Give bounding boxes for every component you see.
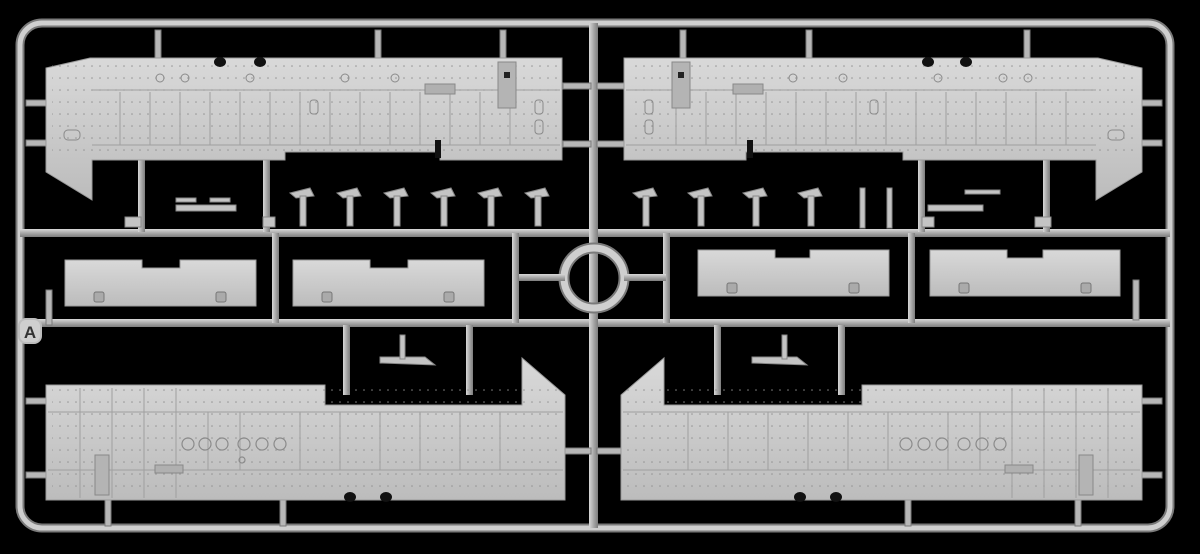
part-lower-right-panel xyxy=(620,356,1143,502)
sprue-gates xyxy=(25,29,1163,527)
mushroom-part xyxy=(796,187,823,227)
small-parts-lower xyxy=(379,334,809,366)
mushroom-part xyxy=(335,187,362,227)
part-middle-panel-4 xyxy=(929,249,1121,297)
mushroom-part xyxy=(686,187,713,227)
mushroom-part xyxy=(382,187,409,227)
sprue-frame xyxy=(15,18,1175,533)
mushroom-part xyxy=(631,187,658,227)
part-middle-panel-1 xyxy=(64,259,257,307)
part-middle-panel-2 xyxy=(292,259,485,307)
part-lower-left-panel xyxy=(45,356,566,502)
part-middle-panel-3 xyxy=(697,249,890,297)
mushroom-part xyxy=(476,187,503,227)
mushroom-part xyxy=(523,187,550,227)
part-upper-right-panel xyxy=(623,57,1143,201)
mushroom-part xyxy=(429,187,456,227)
mushroom-part xyxy=(288,187,315,227)
mushroom-part xyxy=(741,187,768,227)
small-parts-upper xyxy=(124,187,1052,229)
sprue-letter-badge: A xyxy=(18,318,42,344)
part-upper-left-panel xyxy=(45,57,563,201)
